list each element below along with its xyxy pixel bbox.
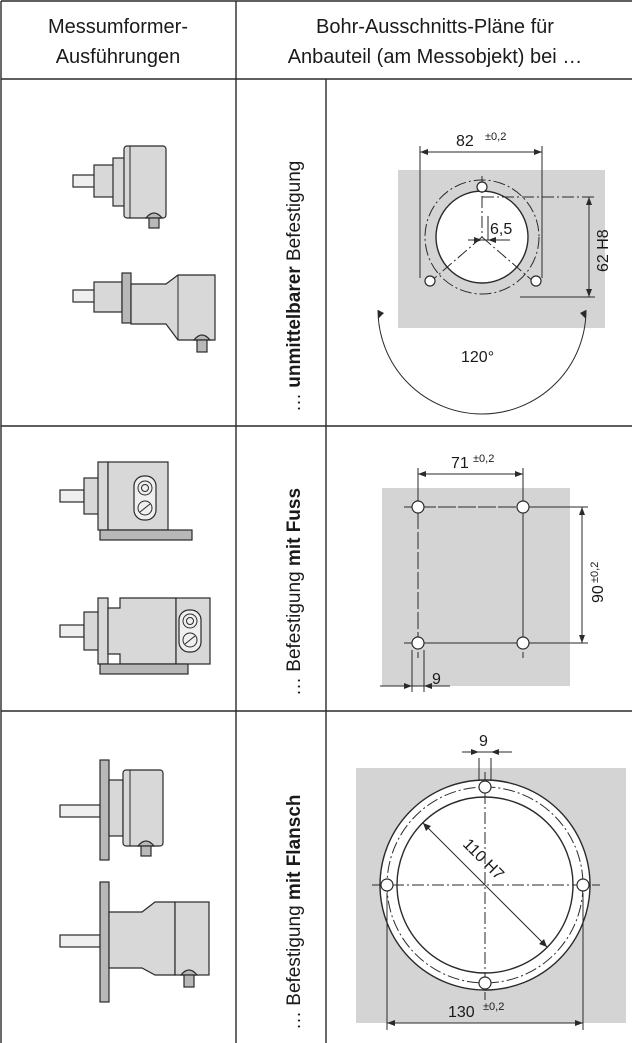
row2-dim-height-tol: ±0,2 [589,562,601,583]
plan-foot [380,468,588,692]
row1-dim-width-tol: ±0,2 [485,131,506,143]
row1-dim-bore: 62 H8 [595,229,612,272]
row3-dim-width-tol: ±0,2 [483,1001,504,1013]
device-flange-large [59,881,210,1003]
row2-label: … Befestigung mit Fuss [284,488,305,696]
row3-label-prefix: … Befestigung [284,900,305,1030]
header-col2-line2: Anbauteil (am Messobjekt) bei … [288,46,583,68]
header-col1-line1: Messumformer- [48,16,188,38]
row2-dim-height: 90 [590,585,607,603]
device-direct-small [72,145,167,229]
row1-label-bold: unmittelbarer [284,266,305,388]
row1-label: … unmittelbarer Befestigung [284,161,305,412]
row1-dim-width: 82 [456,133,474,150]
device-flange-small [59,759,164,861]
row3-dim-hole: 9 [479,733,488,750]
row2-label-bold: mit Fuss [284,488,305,566]
row2-dim-hole: 9 [432,671,441,688]
row3-dim-width: 130 [448,1004,475,1021]
plan-flange [356,749,626,1030]
device-direct-large [72,272,216,353]
row1-label-prefix: … [284,388,305,412]
row2-dim-width: 71 [451,455,469,472]
header-col1-line2: Ausführungen [56,46,181,68]
device-foot-large [59,597,211,675]
row2-label-prefix: … Befestigung [284,566,305,696]
row2-dim-width-tol: ±0,2 [473,453,494,465]
row1-dim-offset: 6,5 [490,221,512,238]
device-foot-small [59,461,193,541]
row1-dim-angle: 120° [461,349,494,366]
header-col2-line1: Bohr-Ausschnitts-Pläne für [316,16,554,38]
plan-direct [377,146,605,415]
row1-label-suffix: Befestigung [284,161,305,267]
row3-label: … Befestigung mit Flansch [284,795,305,1031]
row3-label-bold: mit Flansch [284,795,305,901]
